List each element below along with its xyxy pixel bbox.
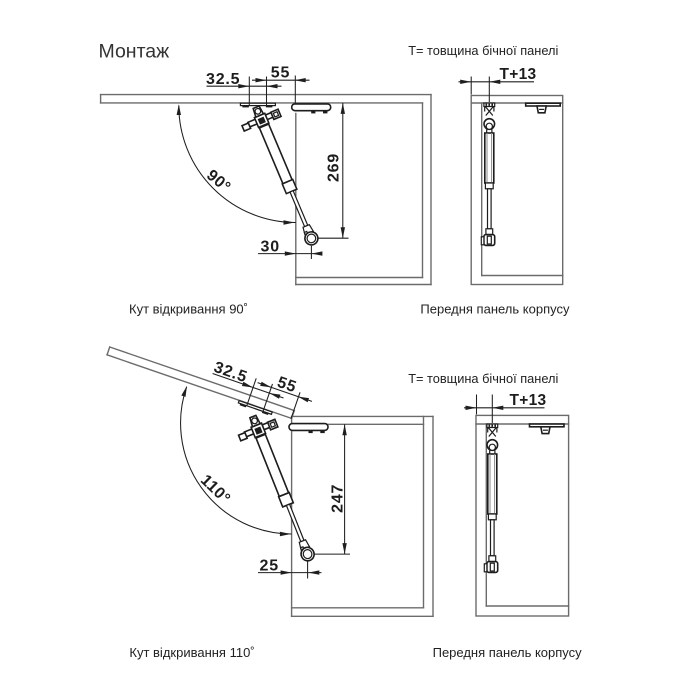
dimension-arrowhead: [297, 396, 310, 403]
part-detail-line: [489, 562, 495, 572]
dimension-arrowhead: [342, 424, 347, 436]
dimension-arrowhead: [340, 102, 345, 114]
row1-gas-strut: [236, 98, 333, 254]
structure-line: [475, 414, 570, 617]
row2-dim-offset-a-label: 32.5: [212, 359, 250, 386]
dimension-arrowhead: [241, 381, 254, 388]
dimension-arrowhead: [465, 405, 477, 410]
row1-front-dimensions: [458, 76, 534, 102]
dimension-arrowhead: [311, 251, 323, 256]
row2-note: Т= товщина бічної панелі: [408, 371, 558, 386]
row1-dimensions: [176, 75, 345, 256]
dimension-arrowhead: [460, 79, 472, 84]
dimension-arrowhead: [269, 393, 281, 399]
row2-front-caption: Передня панель корпусу: [433, 645, 583, 660]
structure-line: [108, 346, 296, 412]
part-detail-line: [480, 236, 485, 246]
dimension-line: [262, 383, 273, 412]
row1-angle-label: 90°: [203, 167, 234, 197]
page-title: Монтаж: [99, 41, 170, 63]
part-outline: [486, 453, 498, 515]
part-detail-line: [484, 106, 495, 116]
dimension-arrowhead: [260, 381, 272, 388]
row1-dim-ball-offset-label: 30: [261, 238, 280, 255]
dimension-line: [178, 105, 296, 224]
dimension-arrowhead: [181, 385, 187, 397]
row1-dim-offset-a-label: 32.5: [206, 71, 240, 88]
dimension-arrowhead: [284, 251, 296, 256]
row1-side-view-diagram: 32.5 55 269 30 90°: [99, 65, 432, 286]
part-detail-line: [484, 182, 494, 190]
row2-side-view-diagram: 32.5 55 247 25 110°: [106, 346, 434, 617]
part-dark-fill: [485, 103, 488, 106]
part-dark-fill: [488, 103, 490, 106]
dimension-arrowhead: [283, 220, 295, 225]
row1-front-gas-strut: [480, 102, 496, 247]
row2-dim-offset-b-label: 55: [275, 374, 299, 396]
row2-dim-ball-offset-label: 25: [260, 557, 279, 574]
dimension-arrowhead: [255, 78, 267, 83]
row2-front-dimensions: [464, 394, 545, 423]
part-detail-line-circle: [485, 122, 493, 130]
dimension-arrowhead: [489, 79, 501, 84]
part-detail-line-circle: [488, 443, 496, 451]
row2-panel-dim-label: T+13: [510, 392, 547, 409]
row1-note: Т= товщина бічної панелі: [408, 43, 558, 58]
dimension-arrowhead: [238, 84, 250, 89]
dimension-arrowhead: [308, 570, 320, 575]
row2-side-caption: Кут відкривання 110˚: [129, 645, 254, 660]
part-detail-line: [487, 427, 498, 437]
part-detail-line: [488, 555, 497, 563]
part-outline: [483, 132, 495, 184]
dimension-arrowhead: [266, 84, 278, 89]
row2-catch-plate: [528, 423, 565, 435]
row2-front-view-diagram: T+13: [464, 392, 570, 617]
part-detail-line: [487, 513, 497, 521]
row2-dim-height-label: 247: [329, 484, 346, 513]
row1-side-caption: Кут відкривання 90˚: [129, 302, 248, 317]
row1-cabinet-bracket: [290, 103, 332, 115]
structure-line: [470, 94, 564, 286]
dimension-arrowhead: [279, 531, 291, 537]
row1-door-and-cabinet: [99, 93, 432, 286]
cylinder-wall-line: [489, 454, 496, 514]
part-detail-line: [485, 228, 494, 236]
row2-door-group: 32.5 55: [106, 346, 313, 420]
dimension-arrowhead: [340, 227, 345, 239]
part-dark-fill: [488, 424, 491, 427]
row1-dim-height-label: 269: [326, 153, 343, 182]
row2-dimensions: [180, 385, 347, 575]
dimension-arrowhead: [176, 104, 181, 115]
part-dark-fill: [494, 424, 496, 427]
dimension-arrowhead: [294, 78, 306, 83]
structure-line: [106, 346, 111, 356]
dimension-arrowhead: [342, 543, 347, 555]
dimension-arrowhead: [280, 570, 292, 575]
part-dark-fill: [491, 103, 493, 106]
row2-slanted-dimensions: [212, 373, 313, 419]
row1-dim-offset-b-label: 55: [271, 65, 290, 82]
row1-front-view-diagram: T+13: [458, 66, 564, 286]
part-detail-line: [483, 563, 488, 573]
dimension-arrowhead: [492, 405, 504, 410]
cylinder-wall-line: [486, 133, 493, 183]
row1-catch-plate: [524, 102, 562, 114]
row2-door-bracket: [237, 400, 273, 417]
row2-front-gas-strut: [483, 423, 499, 574]
row2-cabinet-bracket: [288, 422, 329, 434]
row1-panel-dim-label: T+13: [500, 66, 537, 83]
dimension-line: [180, 386, 292, 535]
part-detail-line: [486, 188, 492, 230]
row2-gas-strut: [233, 408, 329, 569]
row2-cabinet: [290, 415, 434, 617]
part-detail-line: [489, 519, 495, 557]
row1-front-caption: Передня панель корпусу: [420, 302, 570, 317]
part-detail-line: [486, 235, 492, 245]
dimension-line: [246, 378, 257, 406]
part-dark-fill: [491, 424, 493, 427]
